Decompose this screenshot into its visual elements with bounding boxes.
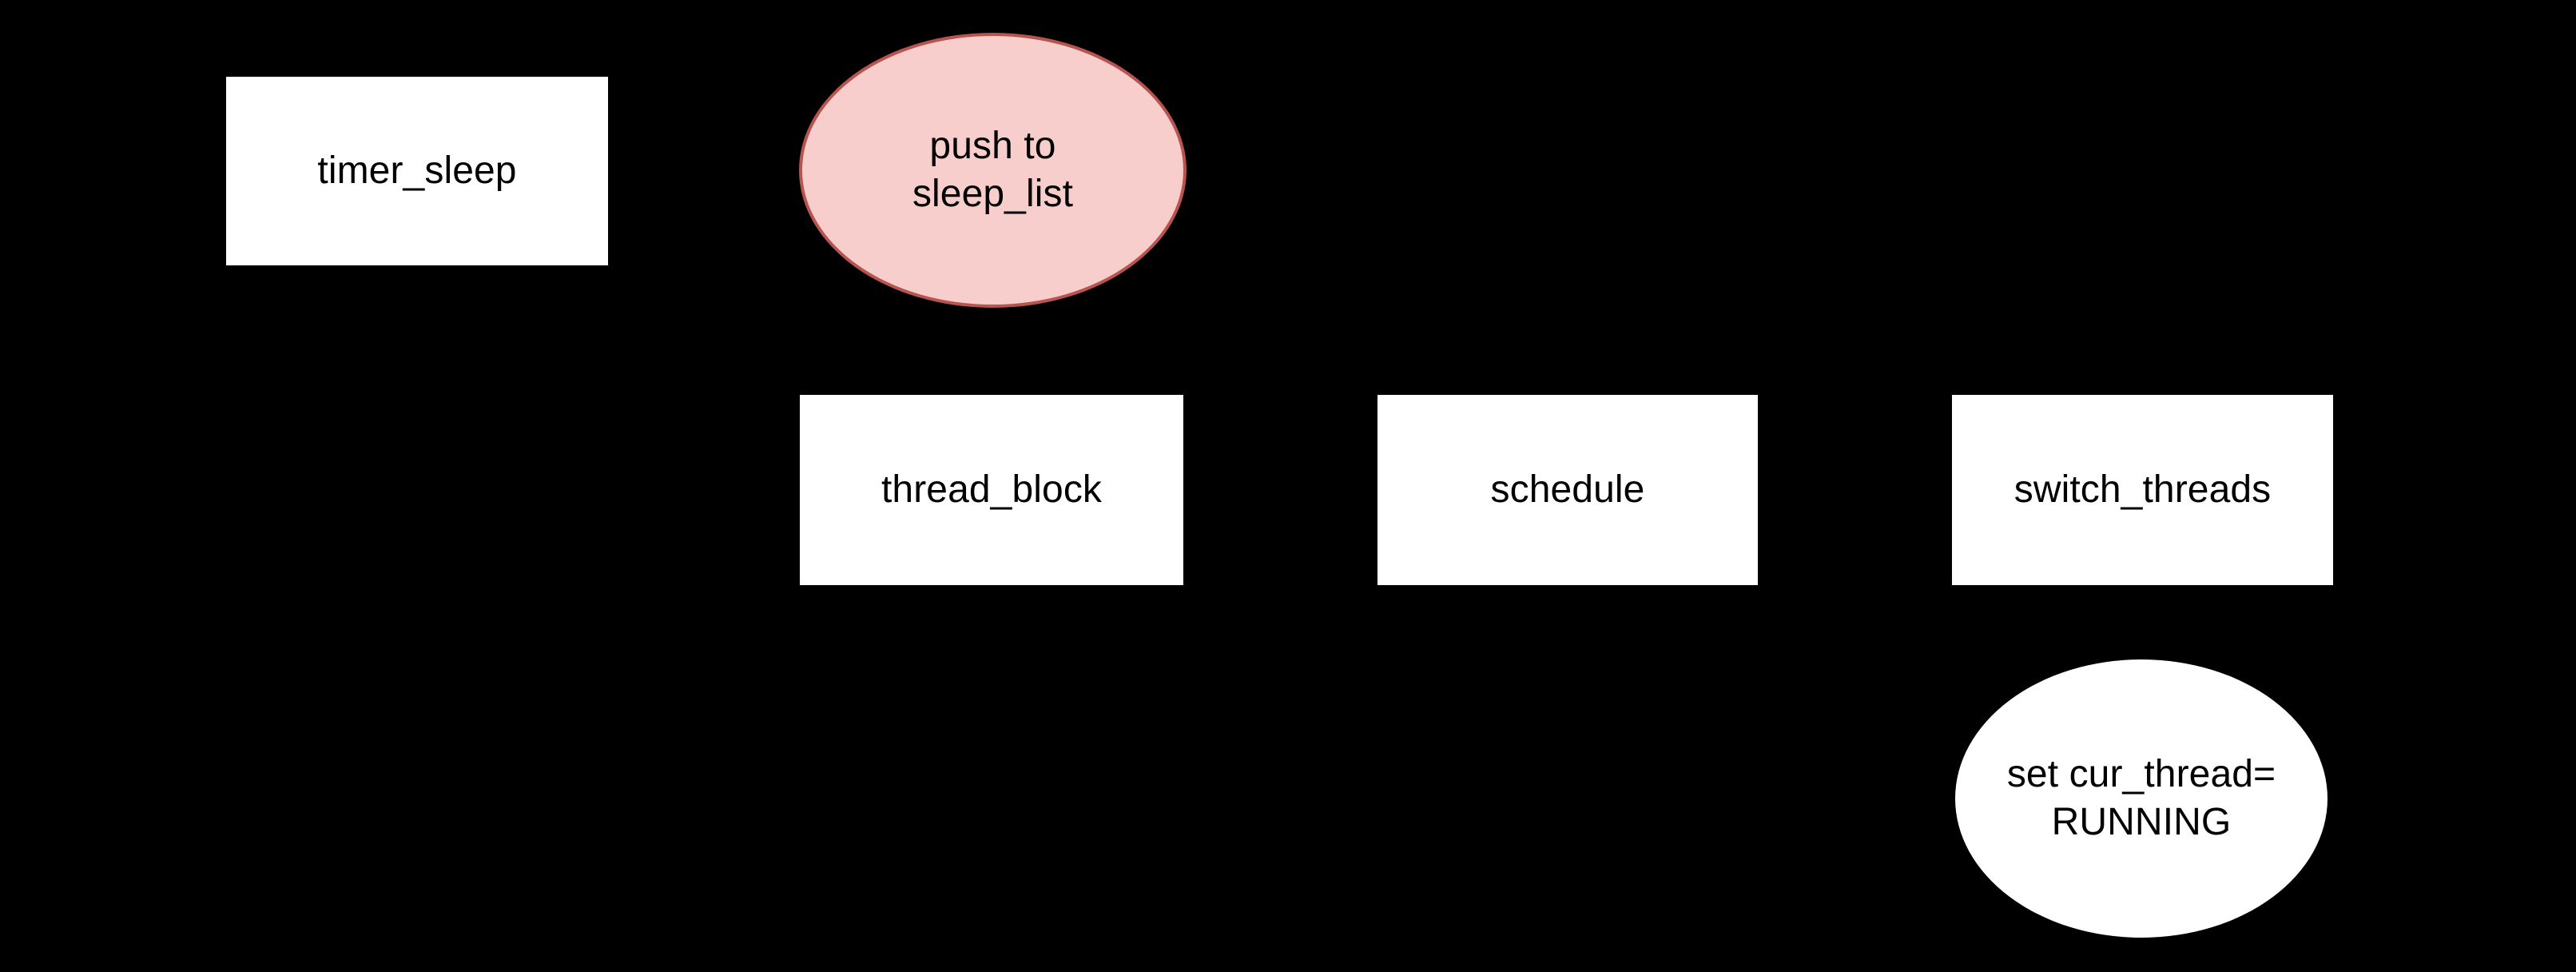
node-set-cur-thread-running-label: set cur_thread= RUNNING [2006, 753, 2276, 843]
node-timer-sleep[interactable]: timer_sleep [226, 77, 608, 265]
node-push-to-sleep-list-label: push to sleep_list [912, 125, 1074, 215]
node-timer-sleep-label: timer_sleep [317, 149, 517, 192]
node-schedule-label: schedule [1490, 468, 1645, 511]
node-thread-block[interactable]: thread_block [800, 395, 1183, 585]
node-switch-threads[interactable]: switch_threads [1952, 395, 2333, 585]
node-switch-threads-label: switch_threads [2013, 468, 2272, 511]
node-thread-block-label: thread_block [881, 468, 1103, 511]
node-set-cur-thread-running[interactable]: set cur_thread= RUNNING [1955, 659, 2328, 938]
node-push-to-sleep-list[interactable]: push to sleep_list [799, 33, 1187, 308]
node-schedule[interactable]: schedule [1377, 395, 1758, 585]
